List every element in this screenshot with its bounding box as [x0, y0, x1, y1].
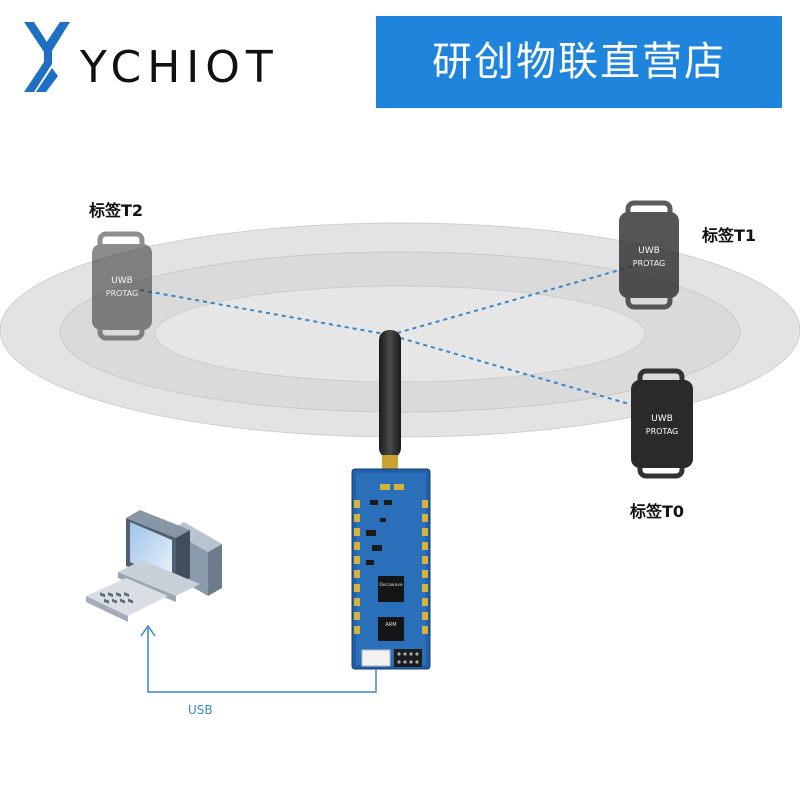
usb-cable: [140, 624, 377, 693]
link-t1: [389, 259, 656, 336]
tag-t2-text-2: PROTAG: [106, 289, 138, 298]
tag-t1-text-1: UWB: [638, 246, 660, 256]
tag-label-t0: 标签T0: [630, 502, 685, 521]
tag-t1-text-2: PROTAG: [633, 259, 665, 268]
link-t2: [139, 289, 391, 336]
ranging-links: [139, 259, 656, 411]
tag-device-t1: UWB PROTAG: [619, 200, 679, 310]
ychiot-logo-icon: [24, 22, 70, 92]
usb-label: USB: [188, 703, 213, 717]
link-t0: [389, 334, 651, 411]
tag-t0-text-1: UWB: [651, 414, 673, 424]
store-banner: 研创物联直营店: [376, 16, 782, 108]
antenna-icon: [376, 330, 404, 479]
chip-label-arm: ARM: [385, 622, 396, 628]
tag-device-t2: UWB PROTAG: [92, 231, 152, 341]
tag-t2-text-1: UWB: [111, 276, 133, 286]
tag-label-t1: 标签T1: [702, 226, 757, 245]
chip-label-decawave: Decawave: [379, 582, 403, 588]
tag-label-t2: 标签T2: [89, 201, 144, 220]
desktop-computer-icon: [86, 510, 222, 622]
tag-device-t0: UWB PROTAG: [631, 368, 693, 479]
uwb-base-station-board-icon: Decawave ARM: [351, 468, 431, 670]
tag-t0-text-2: PROTAG: [646, 427, 678, 436]
brand-name: YCHIOT: [80, 42, 279, 93]
